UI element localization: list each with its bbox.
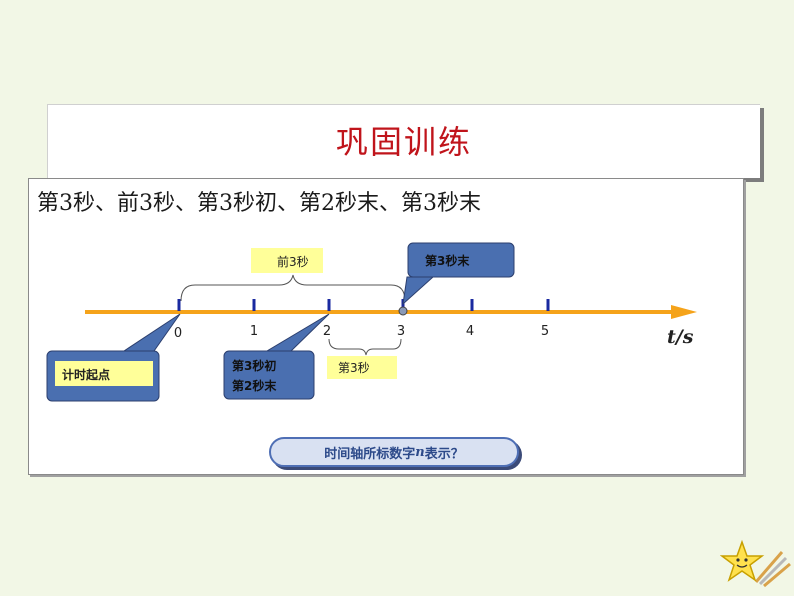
brace-first-3s [180, 274, 406, 302]
brace-third-second [328, 338, 402, 356]
label-start-of-3rd-line2: 第2秒末 [232, 378, 277, 393]
pill-text-var: n [415, 444, 425, 460]
axis-unit-label: t/s [667, 326, 694, 348]
label-start: 计时起点 [62, 367, 110, 382]
axis-arrowhead [671, 305, 697, 319]
label-bg-third-second [327, 356, 397, 379]
callout-start-of-3rd [223, 350, 315, 400]
label-bg-start [55, 361, 153, 386]
tick-label-1: 1 [250, 324, 258, 339]
label-bg-first-3s [251, 248, 323, 273]
label-start-of-3rd-line1: 第3秒初 [232, 358, 276, 373]
pill-text-suffix: 表示？ [424, 446, 464, 462]
slide-title: 巩固训练 [335, 123, 472, 161]
tick-label-0: 0 [174, 326, 182, 341]
tick-label-3: 3 [397, 324, 405, 339]
point-marker-3 [398, 306, 408, 316]
callout-end-of-3rd [407, 242, 515, 278]
star-icon [720, 539, 791, 588]
label-third-second: 第3秒 [338, 361, 370, 375]
pill-text-prefix: 时间轴所标数字 [324, 446, 416, 462]
question-text: 第3秒、前3秒、第3秒初、第2秒末、第3秒末 [37, 191, 481, 216]
tick-label-4: 4 [466, 324, 474, 339]
callout-pointer-start [122, 313, 181, 352]
timeline-diagram: 0 1 2 3 4 5 t/s 前3秒 第3秒 计时起点 第3秒初 第2秒末 第… [46, 242, 697, 402]
callout-pointer-end-of-3rd [402, 276, 435, 306]
content-panel: 第3秒、前3秒、第3秒初、第2秒末、第3秒末 0 1 2 3 4 5 t/s 前… [28, 178, 744, 475]
callout-pointer-start-of-3rd [265, 313, 330, 352]
tick-label-5: 5 [541, 324, 549, 339]
label-end-of-3rd: 第3秒末 [425, 253, 470, 268]
tick-label-2: 2 [323, 324, 331, 339]
label-first-3s: 前3秒 [277, 254, 309, 269]
title-box: 巩固训练 [47, 104, 760, 178]
